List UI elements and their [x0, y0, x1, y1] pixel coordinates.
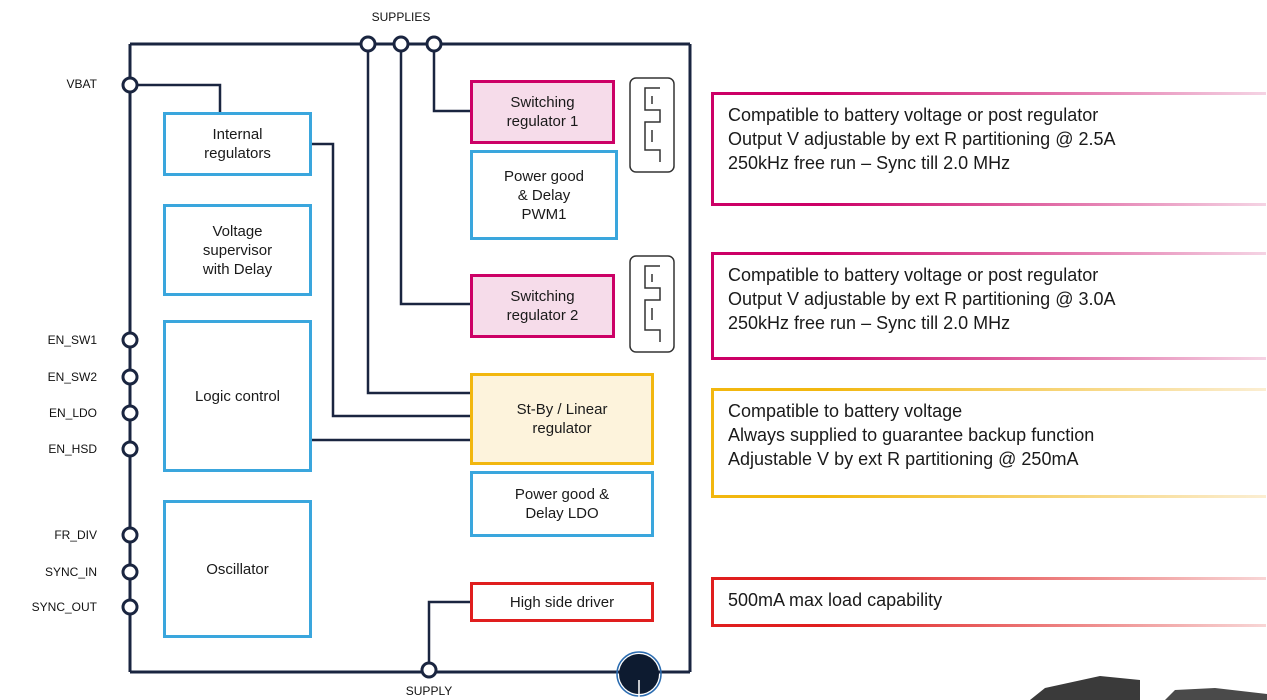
- internal-regulators-block: Internal regulators: [163, 112, 312, 176]
- chip-photo-icon: [1030, 676, 1267, 700]
- supplies-label: SUPPLIES: [341, 10, 461, 24]
- pin-en-ldo: [123, 406, 137, 420]
- logic-control-block: Logic control: [163, 320, 312, 472]
- pin-label-en-sw2: EN_SW2: [2, 370, 97, 384]
- pointer-marker-icon: [617, 652, 661, 700]
- pin-supplies-2: [394, 37, 408, 51]
- power-good-pwm1-block: Power good & Delay PWM1: [470, 150, 618, 240]
- pin-en-sw2: [123, 370, 137, 384]
- pin-en-sw1: [123, 333, 137, 347]
- ldo-description: Compatible to battery voltage Always sup…: [711, 388, 1266, 498]
- switching-regulator-1-block: Switching regulator 1: [470, 80, 615, 144]
- pin-en-hsd: [123, 442, 137, 456]
- standby-linear-regulator-block: St-By / Linear regulator: [470, 373, 654, 465]
- pin-label-en-hsd: EN_HSD: [2, 442, 97, 456]
- voltage-supervisor-block: Voltage supervisor with Delay: [163, 204, 312, 296]
- power-good-ldo-block: Power good & Delay LDO: [470, 471, 654, 537]
- pin-sync-in: [123, 565, 137, 579]
- supply-label: SUPPLY: [369, 684, 489, 698]
- pin-supply: [422, 663, 436, 677]
- switching-regulator-2-block: Switching regulator 2: [470, 274, 615, 338]
- pin-sync-out: [123, 600, 137, 614]
- pin-label-fr-div: FR_DIV: [2, 528, 97, 542]
- pin-label-en-ldo: EN_LDO: [2, 406, 97, 420]
- pin-label-vbat: VBAT: [2, 77, 97, 91]
- pin-label-sync-in: SYNC_IN: [2, 565, 97, 579]
- sw1-description: Compatible to battery voltage or post re…: [711, 92, 1266, 206]
- mosfet-icon-1: [630, 78, 674, 172]
- hsd-description: 500mA max load capability: [711, 577, 1266, 627]
- pin-supplies-1: [361, 37, 375, 51]
- pin-label-en-sw1: EN_SW1: [2, 333, 97, 347]
- mosfet-icon-2: [630, 256, 674, 352]
- sw2-description: Compatible to battery voltage or post re…: [711, 252, 1266, 360]
- pin-label-sync-out: SYNC_OUT: [2, 600, 97, 614]
- pin-supplies-3: [427, 37, 441, 51]
- pin-fr-div: [123, 528, 137, 542]
- oscillator-block: Oscillator: [163, 500, 312, 638]
- pin-vbat: [123, 78, 137, 92]
- high-side-driver-block: High side driver: [470, 582, 654, 622]
